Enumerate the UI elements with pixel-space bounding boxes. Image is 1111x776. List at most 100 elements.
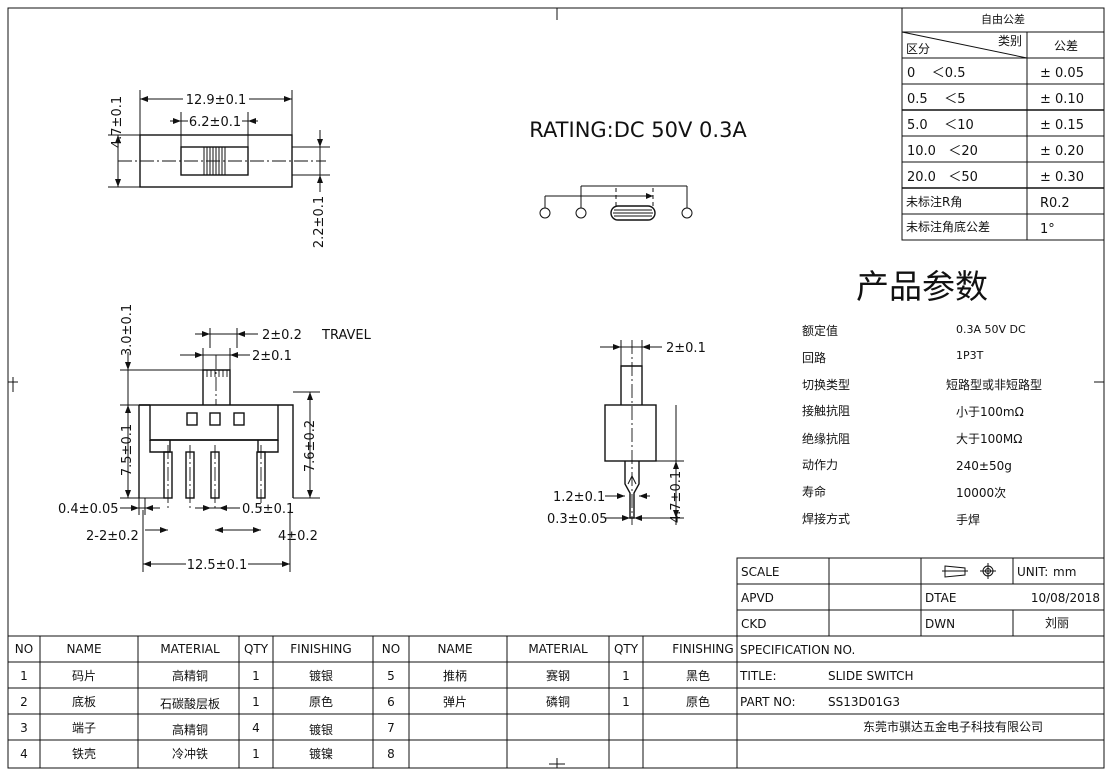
bom-cell: 端子 bbox=[72, 721, 96, 735]
tol-range-2: 5.0 ＜10 bbox=[907, 118, 974, 133]
bom-cell: 赛钢 bbox=[546, 668, 570, 683]
tb-title-value: SLIDE SWITCH bbox=[828, 669, 914, 683]
bom-cell: 弹片 bbox=[443, 695, 467, 709]
projection-symbol-icon bbox=[942, 563, 996, 579]
tol-range-4: 20.0 ＜50 bbox=[907, 170, 978, 185]
tb-dwn-value: 刘丽 bbox=[1045, 616, 1069, 630]
tol-value-3: ± 0.20 bbox=[1040, 144, 1084, 159]
tol-value-6: 1° bbox=[1040, 222, 1055, 237]
dim-front-knob-height: 3.0±0.1 bbox=[120, 304, 135, 356]
dim-top-height: 4.7±0.1 bbox=[110, 96, 125, 148]
dim-top-side: 2.2±0.1 bbox=[312, 196, 327, 248]
bom-cell: 1 bbox=[252, 695, 260, 709]
param-label-1: 回路 bbox=[802, 350, 826, 365]
bom-cell: 1 bbox=[622, 695, 630, 709]
tb-apvd-label: APVD bbox=[741, 591, 774, 605]
bom-cell: 底板 bbox=[72, 694, 96, 709]
rating-label: RATING:DC 50V 0.3A bbox=[529, 118, 747, 142]
bom-cell: 冷冲铁 bbox=[172, 746, 208, 761]
param-label-2: 切换类型 bbox=[802, 378, 850, 392]
bom-cell: 高精铜 bbox=[172, 668, 208, 683]
dim-travel: 2±0.2 bbox=[262, 328, 302, 343]
side-view: 2±0.1 1.2±0.1 0.3±0.05 4.7±0.1 bbox=[547, 340, 706, 527]
params-title: 产品参数 bbox=[856, 267, 988, 306]
dim-front-side-pitch: 4±0.2 bbox=[278, 529, 318, 544]
param-label-0: 额定值 bbox=[802, 323, 838, 338]
bom-cell: 7 bbox=[387, 721, 395, 735]
bom-header-finishing: FINISHING bbox=[290, 642, 351, 656]
param-label-5: 动作力 bbox=[802, 458, 838, 472]
dim-front-right-height: 7.6±0.2 bbox=[303, 420, 318, 472]
param-label-3: 接触抗阻 bbox=[802, 403, 850, 418]
front-view: 3.0±0.1 2±0.2 TRAVEL 2±0.1 7.5±0.1 7.6±0… bbox=[58, 304, 372, 573]
dim-side-pin-thick: 0.3±0.05 bbox=[547, 512, 608, 527]
bom-cell: 原色 bbox=[686, 695, 710, 709]
bom-cell: 高精铜 bbox=[172, 722, 208, 737]
tolerance-table: 自由公差 类别 区分 公差 0 ＜0.5 ± 0.05 0.5 ＜5 ± 0.1… bbox=[901, 7, 1105, 241]
param-value-1: 1P3T bbox=[956, 349, 984, 362]
bom-cell: 1 bbox=[252, 747, 260, 761]
tb-scale-label: SCALE bbox=[741, 565, 779, 579]
param-value-7: 手焊 bbox=[956, 512, 980, 527]
product-params: 产品参数 额定值 0.3A 50V DC 回路 1P3T 切换类型 短路型或非短… bbox=[802, 267, 1042, 527]
bom-cell: 镀银 bbox=[309, 723, 333, 737]
tb-part-value: SS13D01G3 bbox=[828, 695, 900, 709]
bom-cell: 推柄 bbox=[443, 669, 467, 683]
param-label-6: 寿命 bbox=[802, 484, 826, 499]
dim-side-pin-width: 1.2±0.1 bbox=[553, 490, 605, 505]
tol-range-5: 未标注R角 bbox=[906, 194, 962, 209]
dim-side-pin-length: 4.7±0.1 bbox=[669, 471, 684, 523]
param-value-3: 小于100mΩ bbox=[956, 405, 1024, 419]
title-block: SCALE UNIT: mm APVD DTAE 10/08/2018 CKD … bbox=[736, 557, 1105, 769]
bom-cell: 码片 bbox=[72, 669, 96, 683]
tol-col-range: 区分 bbox=[906, 42, 930, 56]
bom-cell: 1 bbox=[20, 669, 28, 683]
tol-range-1: 0.5 ＜5 bbox=[907, 92, 965, 107]
bom-cell: 原色 bbox=[309, 695, 333, 709]
top-view: 4.7±0.1 12.9±0.1 6.2±0.1 2.2±0.1 bbox=[108, 90, 330, 248]
bom-cell: 铁壳 bbox=[72, 747, 96, 761]
param-value-5: 240±50g bbox=[956, 459, 1012, 473]
tb-dwn-label: DWN bbox=[925, 617, 955, 631]
bom-header-finishing-2: FINISHING bbox=[672, 642, 733, 656]
bom-table: NO NAME MATERIAL QTY FINISHING NO NAME M… bbox=[7, 635, 738, 769]
bom-header-material: MATERIAL bbox=[160, 642, 220, 656]
tol-value-5: R0.2 bbox=[1040, 196, 1070, 211]
tol-value-2: ± 0.15 bbox=[1040, 118, 1084, 133]
bom-cell: 2 bbox=[20, 695, 28, 709]
travel-label: TRAVEL bbox=[321, 328, 372, 343]
tol-range-6: 未标注角底公差 bbox=[906, 219, 990, 234]
tb-company: 东莞市骐达五金电子科技有限公司 bbox=[863, 719, 1043, 734]
bom-cell: 黑色 bbox=[686, 669, 710, 683]
tb-date-label: DTAE bbox=[925, 591, 956, 605]
bom-cell: 5 bbox=[387, 669, 395, 683]
param-label-4: 绝缘抗阻 bbox=[802, 431, 850, 446]
dim-top-length: 12.9±0.1 bbox=[186, 93, 247, 108]
dim-side-knob: 2±0.1 bbox=[666, 341, 706, 356]
tb-spec-label: SPECIFICATION NO. bbox=[740, 643, 855, 657]
param-value-6: 10000次 bbox=[956, 486, 1006, 500]
tol-value-0: ± 0.05 bbox=[1040, 66, 1084, 81]
tb-unit-value: mm bbox=[1053, 565, 1076, 579]
dim-front-pin-width: 0.4±0.05 bbox=[58, 502, 119, 517]
bom-cell: 1 bbox=[252, 669, 260, 683]
dim-front-length: 12.5±0.1 bbox=[187, 558, 248, 573]
bom-cell: 磷铜 bbox=[546, 694, 570, 709]
bom-header-qty-2: QTY bbox=[614, 642, 639, 656]
bom-cell: 8 bbox=[387, 747, 395, 761]
dim-front-left-height: 7.5±0.1 bbox=[120, 424, 135, 476]
tol-header-partial: 自由公差 bbox=[981, 12, 1025, 26]
tol-col-category: 类别 bbox=[998, 34, 1022, 48]
bom-header-qty: QTY bbox=[244, 642, 269, 656]
bom-cell: 3 bbox=[20, 721, 28, 735]
bom-cell: 1 bbox=[622, 669, 630, 683]
tb-part-label: PART NO: bbox=[740, 695, 796, 709]
dim-knob-width: 2±0.1 bbox=[252, 349, 292, 364]
bom-header-name-2: NAME bbox=[437, 642, 472, 656]
param-label-7: 焊接方式 bbox=[802, 511, 850, 526]
tol-col-tol: 公差 bbox=[1054, 39, 1078, 53]
bom-cell: 镀银 bbox=[309, 669, 333, 683]
tb-date-value: 10/08/2018 bbox=[1031, 591, 1100, 605]
bom-cell: 石碳酸层板 bbox=[160, 696, 220, 711]
